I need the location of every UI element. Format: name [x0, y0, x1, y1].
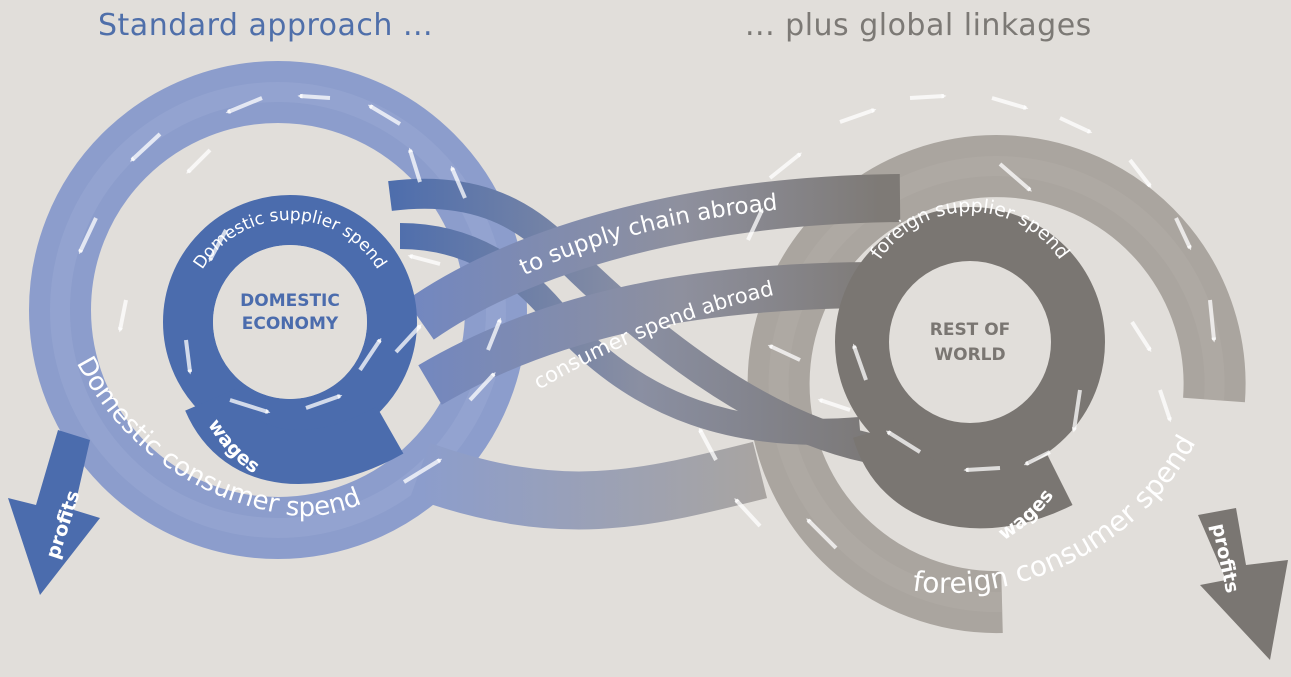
link-crossing-band: [410, 441, 768, 530]
title-standard-approach: Standard approach ...: [98, 8, 434, 43]
abroad-links: [388, 174, 901, 465]
foreign-inner-ring: [835, 207, 1105, 529]
domestic-consumer-loop: [29, 61, 527, 559]
domestic-economy-label-2: ECONOMY: [242, 314, 339, 334]
domestic-inner-ring: [163, 195, 417, 485]
rest-of-world-label: REST OF: [930, 320, 1011, 340]
foreign-consumer-loop: [747, 135, 1246, 634]
domestic-economy-label: DOMESTIC: [240, 291, 340, 311]
rest-of-world-label-2: WORLD: [934, 345, 1005, 365]
flow-chevrons: [78, 93, 1217, 550]
foreign-profits-arrow: [1198, 508, 1288, 660]
domestic-profits-arrow: [8, 430, 100, 595]
title-global-linkages: ... plus global linkages: [745, 8, 1092, 43]
